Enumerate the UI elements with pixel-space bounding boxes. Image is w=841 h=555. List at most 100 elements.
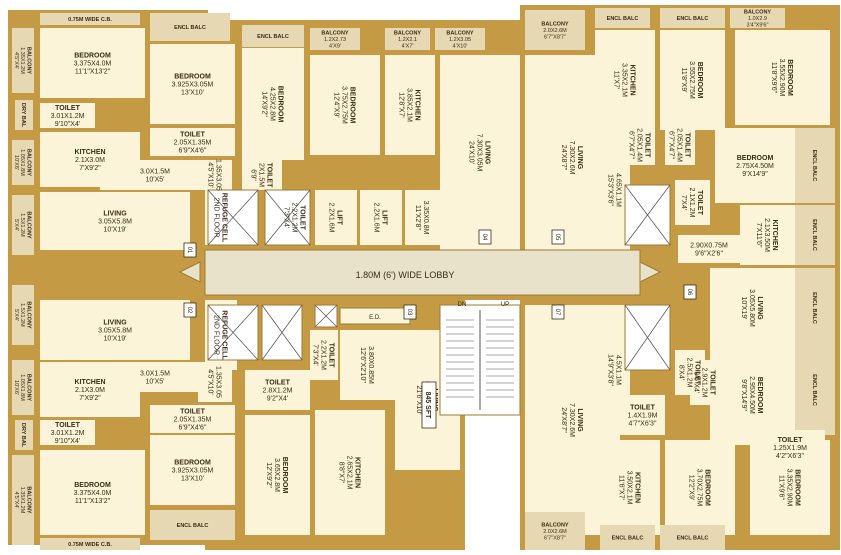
lobby-end-right	[639, 261, 662, 283]
room-name: BALCONY	[394, 31, 422, 37]
room-r74	[660, 525, 725, 550]
room-dims: 1.4X1.9M	[628, 412, 658, 419]
room-name: BEDROOM	[74, 52, 111, 59]
room-dims: 2.2X1.2M	[320, 340, 327, 370]
room-imp: 10'X6'	[13, 380, 19, 395]
room-imp: 9'2"X4'	[267, 396, 289, 403]
room-r82	[12, 285, 34, 345]
room-r33	[40, 538, 140, 550]
room-label: DRY BAL	[20, 103, 26, 128]
room-dims: 3.375X4.0M	[74, 490, 112, 497]
room-name: REFUGE CELL	[221, 310, 228, 360]
room-r41	[315, 410, 385, 535]
room-label: ENCL BALC	[677, 535, 709, 541]
room-imp: 10'X19'	[104, 227, 127, 234]
room-name: BEDROOM	[696, 62, 703, 99]
room-name: BALCONY	[446, 31, 474, 37]
room-dims: 2.0X2.6M	[543, 28, 567, 34]
room-name: LIFT	[336, 210, 343, 225]
room-label: 0.75M WIDE C.B.	[68, 542, 112, 548]
stair-up-label: UP	[501, 302, 509, 308]
room-r53	[715, 128, 795, 203]
room-imp: 12'6"X2'10"	[359, 347, 366, 383]
room-label: ENCL BALC	[257, 34, 289, 40]
room-name: 0.75M WIDE C.B.	[68, 17, 112, 23]
ed-label: E.D.	[369, 315, 381, 321]
room-dims: 3.35X2.1M	[621, 63, 628, 97]
room-imp: 11'X2'8"	[414, 205, 421, 230]
room-name: ENCL BALC	[811, 374, 817, 406]
room-name: KITCHEN	[414, 89, 421, 120]
room-name: ENCL BALC	[177, 523, 209, 529]
room-label: ENCL BALC	[811, 150, 817, 182]
room-r73	[600, 525, 655, 550]
room-dims: 2.1X3.0M	[75, 387, 105, 394]
room-label: 1.35X3.054'5"X10'	[207, 159, 222, 191]
room-name: ENCL BALC	[174, 25, 206, 31]
room-r36	[245, 370, 310, 410]
room-dims: 3.925X3.05M	[172, 467, 214, 474]
room-imp: 4'7"X6'3"	[629, 421, 657, 428]
room-name: BEDROOM	[174, 459, 211, 466]
room-imp: 10'X5'	[145, 378, 164, 385]
flat-number: 02	[186, 307, 192, 314]
room-name: LIFT	[381, 210, 388, 225]
room-r71	[750, 440, 830, 535]
room-imp: 14'9"X3'8"	[607, 354, 614, 386]
room-imp: 13'X10'	[181, 90, 204, 97]
room-r72	[525, 512, 585, 550]
room-name: TOILET	[55, 422, 80, 429]
room-name: BALCONY	[321, 31, 349, 37]
room-name: ENCL BALC	[607, 16, 639, 22]
room-dims: 2.2X1.6M	[328, 203, 335, 233]
room-r9	[435, 28, 485, 50]
room-imp: 7'X4'	[680, 195, 687, 210]
room-r29	[40, 420, 95, 445]
room-dims: 2.1X3.50M	[763, 218, 770, 252]
room-r76	[15, 420, 33, 450]
room-dims: 4.25X2.8M	[269, 87, 276, 121]
room-r45	[730, 8, 785, 28]
room-imp: 15'3"X3'6"	[607, 174, 614, 206]
room-r10	[310, 55, 380, 155]
room-name: KITCHEN	[74, 379, 105, 386]
area-label: 845 SFT	[424, 392, 431, 420]
room-dims: 3.65X2.8M	[273, 458, 280, 492]
room-dims: 1.35X1.2M	[19, 487, 25, 514]
room-name: TOILET	[299, 205, 306, 230]
flat-number-tag	[551, 229, 565, 245]
room-name: DRY BAL	[20, 103, 26, 128]
room-label: 1.35X3.054'5"X10'	[207, 366, 222, 398]
room-name: BEDROOM	[349, 87, 356, 124]
room-imp: 11'6"X7'	[618, 475, 625, 500]
lobby	[204, 249, 641, 296]
room-imp: 6'9"X4'6"	[179, 148, 207, 155]
room-r7	[310, 28, 360, 50]
flat-number-tag	[403, 304, 417, 320]
room-imp: 9'X14'9"	[742, 171, 768, 178]
room-name: ENCL BALC	[677, 16, 709, 22]
room-dims: 4.5X1.1M	[615, 355, 622, 385]
room-name: LIVING	[103, 210, 127, 217]
room-name: BALCONY	[541, 523, 569, 529]
